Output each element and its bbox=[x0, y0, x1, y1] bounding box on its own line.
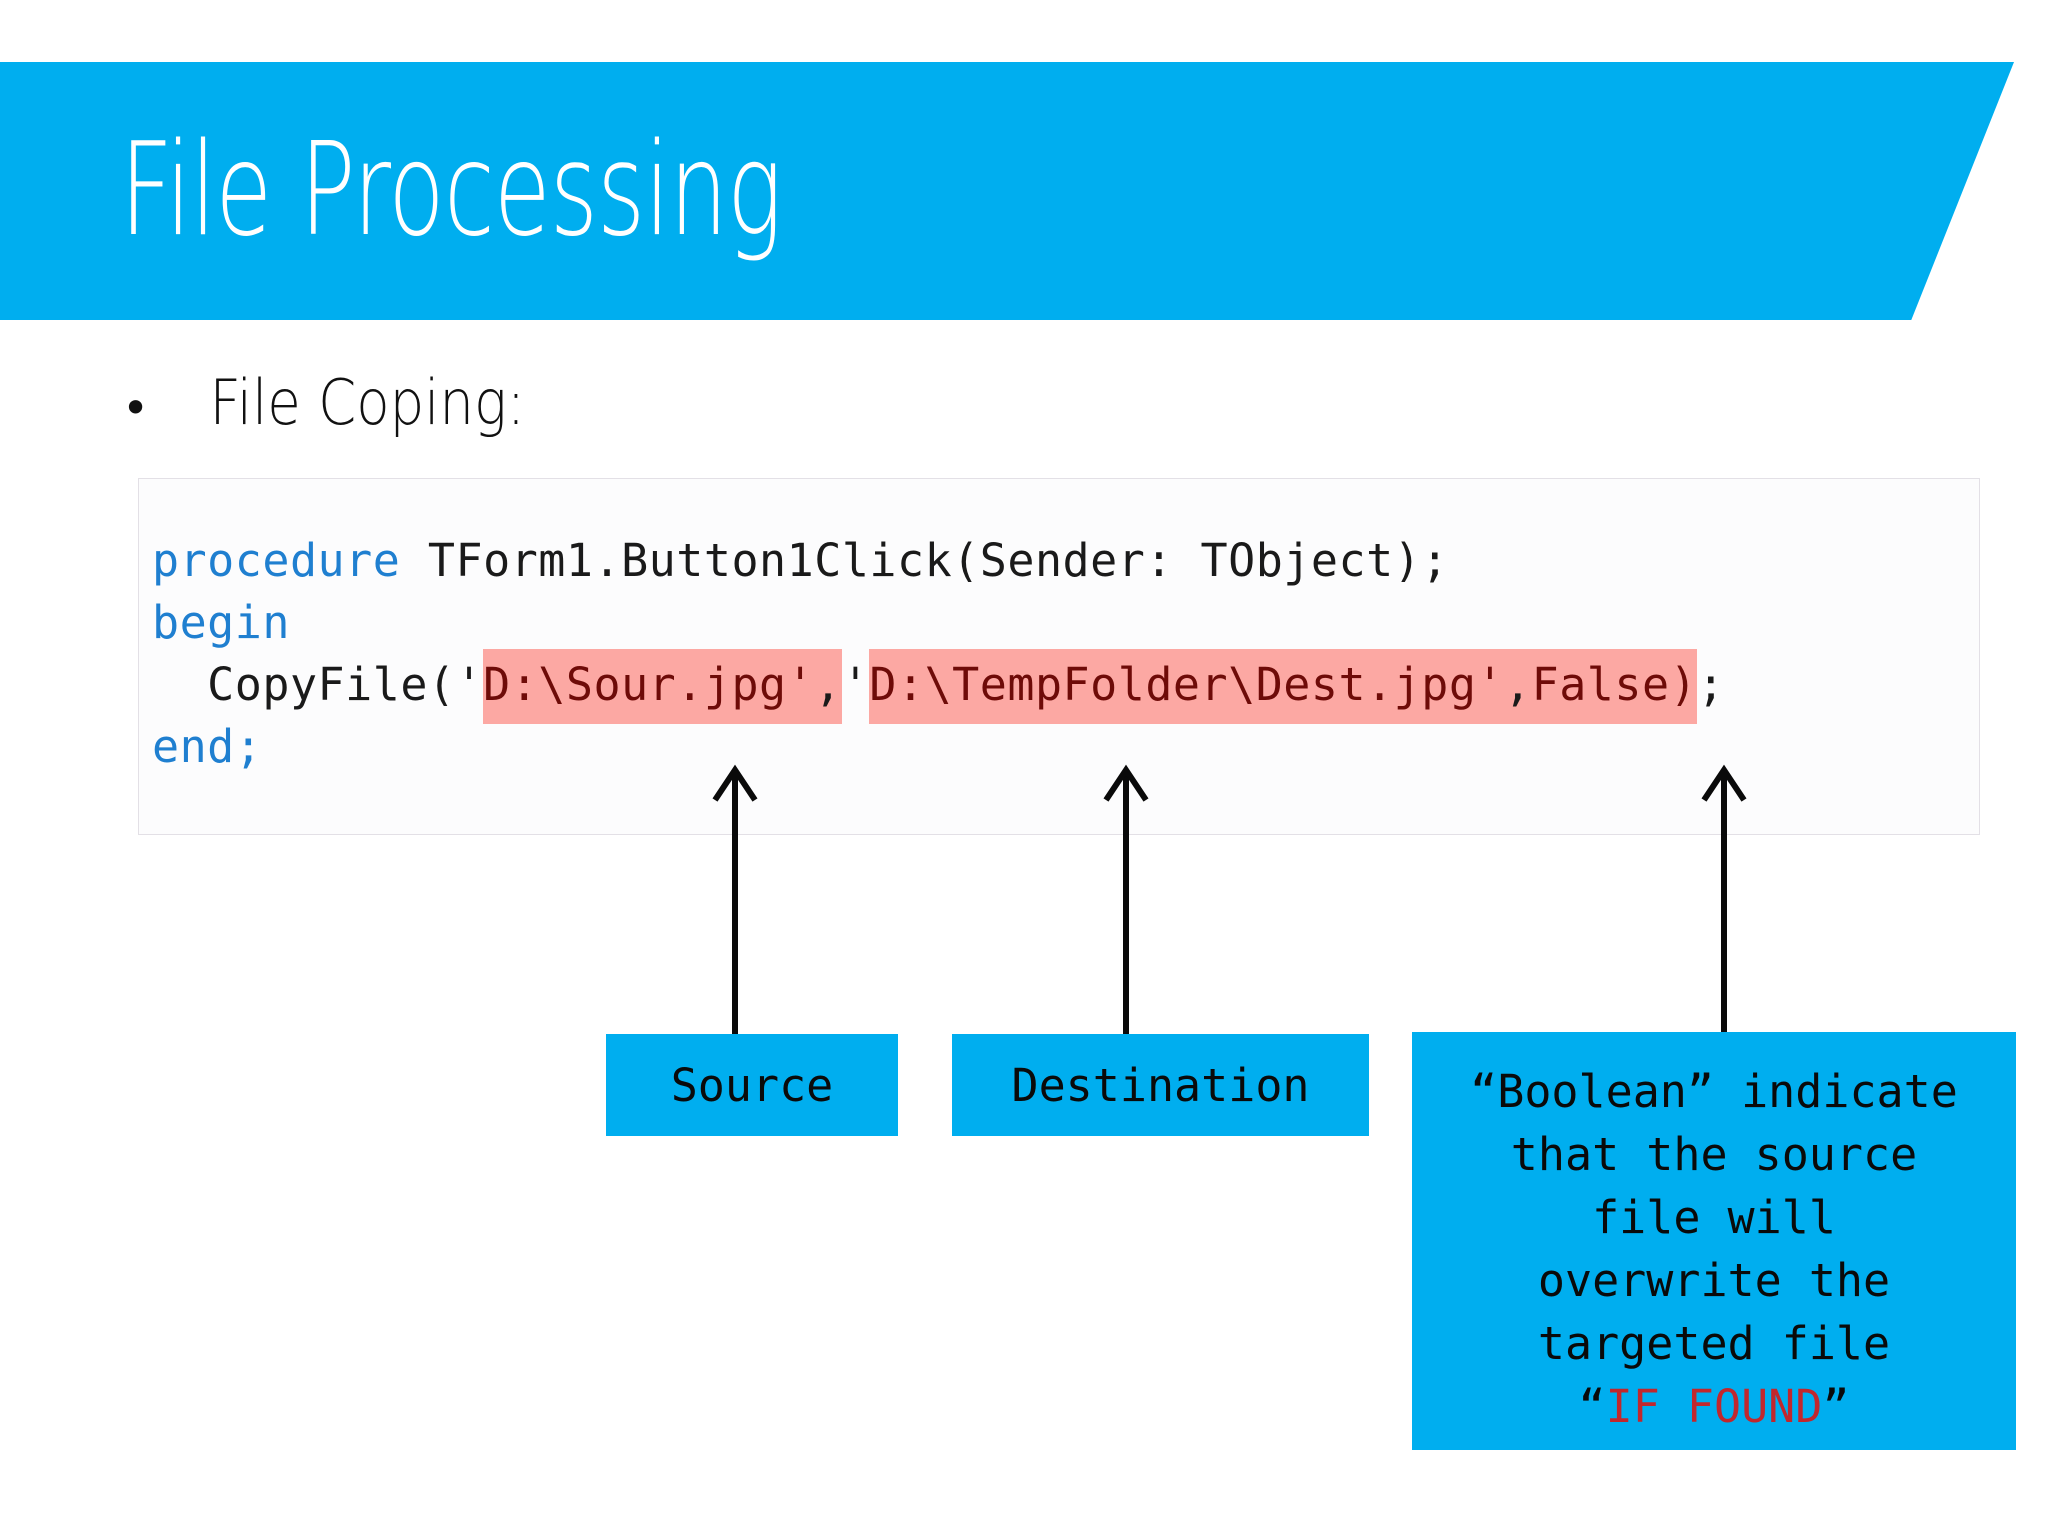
bullet-item-label: File Coping: bbox=[209, 366, 526, 439]
callout-destination: Destination bbox=[952, 1034, 1369, 1136]
code-destination-path: D:\TempFolder\Dest.jpg' bbox=[869, 658, 1505, 711]
callout-destination-label: Destination bbox=[1011, 1058, 1310, 1112]
callout-boolean-explanation: “Boolean” indicate that the source file … bbox=[1412, 1032, 2016, 1450]
code-snippet: procedure TForm1.Button1Click(Sender: TO… bbox=[152, 530, 1725, 778]
bullet-marker-icon: • bbox=[122, 381, 150, 435]
callout-boolean-line-2: that the source bbox=[1510, 1128, 1918, 1181]
highlight-source-argument: D:\Sour.jpg', bbox=[483, 649, 842, 724]
highlight-destination-argument: D:\TempFolder\Dest.jpg', bbox=[869, 649, 1532, 724]
code-quote-open-dest: ' bbox=[841, 658, 870, 711]
callout-boolean-emphasis: IF FOUND bbox=[1605, 1380, 1823, 1433]
highlight-boolean-argument: False) bbox=[1531, 649, 1698, 724]
callout-source-label: Source bbox=[670, 1058, 834, 1112]
bullet-list-item: • File Coping: bbox=[122, 372, 547, 434]
callout-boolean-quote-open: “ bbox=[1578, 1380, 1606, 1433]
callout-boolean-line-5: targeted file bbox=[1537, 1317, 1891, 1370]
code-semicolon: ; bbox=[1697, 658, 1725, 711]
callout-boolean-line-4: overwrite the bbox=[1537, 1254, 1891, 1307]
code-keyword-begin: begin bbox=[152, 596, 290, 649]
page-title: File Processing bbox=[120, 116, 782, 265]
title-banner bbox=[0, 62, 2014, 320]
callout-boolean-line-1: “Boolean” indicate bbox=[1470, 1065, 1958, 1118]
callout-boolean-quote-close: ” bbox=[1822, 1380, 1850, 1433]
code-boolean-literal: False) bbox=[1531, 658, 1698, 711]
code-signature: TForm1.Button1Click(Sender: TObject); bbox=[400, 534, 1449, 587]
code-comma-1: , bbox=[814, 658, 842, 711]
callout-boolean-line-3: file will bbox=[1592, 1191, 1836, 1244]
code-keyword-procedure: procedure bbox=[152, 534, 401, 587]
callout-source: Source bbox=[606, 1034, 898, 1136]
code-quote-open-source: ' bbox=[455, 658, 484, 711]
code-comma-2: , bbox=[1504, 658, 1532, 711]
code-keyword-end: end; bbox=[152, 720, 263, 773]
code-copyfile-call: CopyFile( bbox=[152, 658, 456, 711]
code-source-path: D:\Sour.jpg' bbox=[483, 658, 815, 711]
callout-boolean-line-6: “IF FOUND” bbox=[1579, 1375, 1850, 1438]
